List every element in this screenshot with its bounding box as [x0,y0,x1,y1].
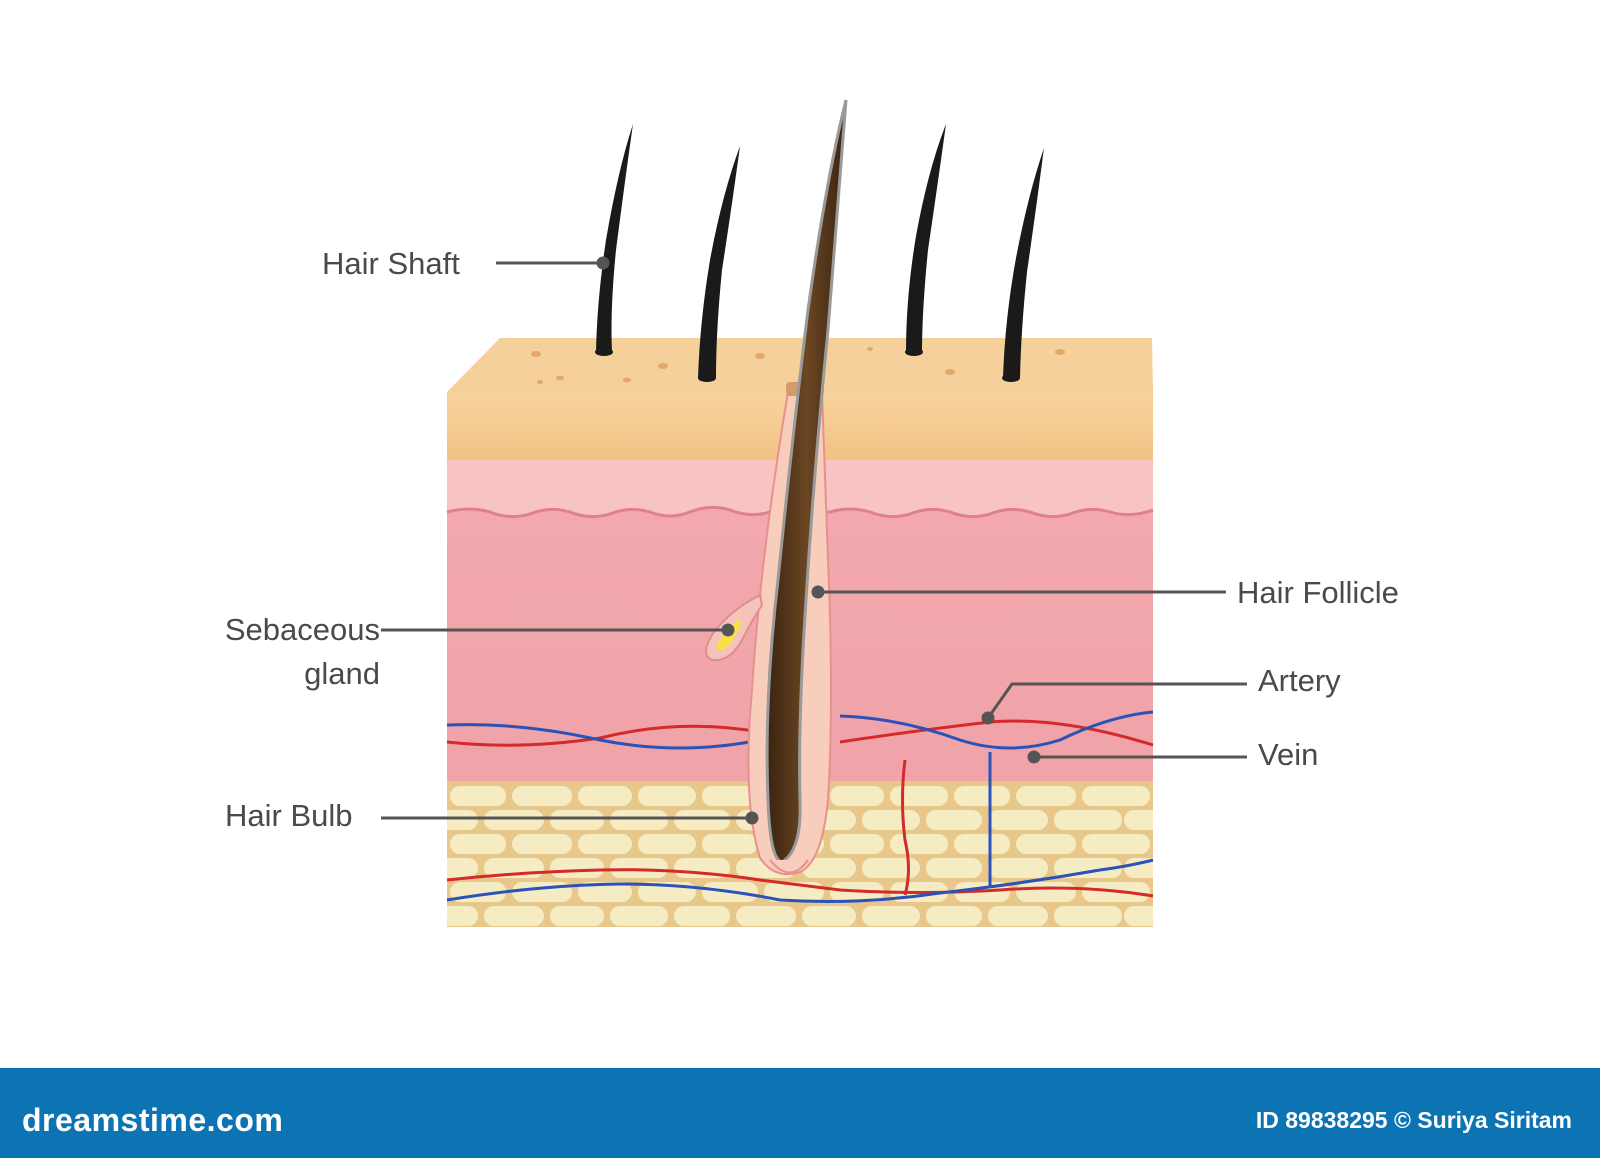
image-credit: ID 89838295 © Suriya Siritam [1255,1107,1572,1133]
watermark-footer: dreamstime.com ID 89838295 © Suriya Siri… [0,1068,1600,1158]
label-artery: Artery [1258,663,1341,698]
artery-vertical [901,759,910,896]
label-sebaceous-line2: gland [304,656,380,691]
label-vein: Vein [1258,737,1319,772]
leader-lines [381,256,1247,825]
artery-lower [446,868,1154,898]
label-hair-bulb: Hair Bulb [225,798,353,833]
skin-hair-diagram [381,99,1247,927]
label-hair-follicle: Hair Follicle [1237,575,1399,610]
hair-shaft-2 [698,146,740,378]
label-sebaceous-gland: Sebaceous gland [190,608,380,696]
skin-pores [531,347,1065,384]
leader-artery [986,682,1247,719]
hair-shaft-1 [596,124,633,352]
label-sebaceous-line1: Sebaceous [224,612,380,647]
brand-logo[interactable]: dreamstime.com [22,1102,284,1138]
hair-shaft-4 [1003,148,1044,378]
label-hair-shaft: Hair Shaft [322,246,460,281]
vein-lower [446,858,1154,903]
vein-upper [446,710,1154,750]
hair-shaft-3 [906,124,946,352]
